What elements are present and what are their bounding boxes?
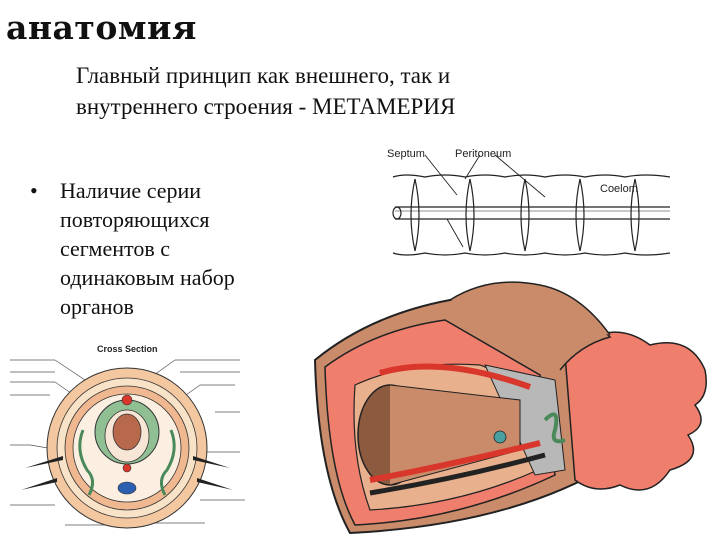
- subtitle-line-2: внутреннего строения - МЕТАМЕРИЯ: [76, 94, 456, 119]
- coelom-label: Coelom: [600, 183, 638, 195]
- subtitle-line-1: Главный принцип как внешнего, так и: [76, 63, 451, 88]
- worm-cutaway-illustration: [313, 281, 707, 535]
- slide-title: анатомия: [6, 8, 197, 47]
- peritoneum-label: Peritoneum: [455, 148, 511, 160]
- septum-label: Septum: [387, 148, 425, 160]
- bullet-line-3: сегментов с: [60, 236, 170, 261]
- bullet-line-1: Наличие серии: [60, 178, 202, 203]
- bullet-line-5: органов: [60, 294, 134, 319]
- slide-subtitle: Главный принцип как внешнего, так и внут…: [76, 60, 636, 122]
- bullet-text: Наличие серии повторяющихся сегментов с …: [60, 176, 290, 321]
- bullet-line-2: повторяющихся: [60, 207, 210, 232]
- segment-diagram: Septum Peritoneum Coelom: [387, 148, 671, 256]
- bullet-line-4: одинаковым набор: [60, 265, 235, 290]
- cross-section-diagram: Cross Section: [10, 344, 245, 529]
- cross-section-title: Cross Section: [97, 344, 158, 354]
- bullet-icon: •: [30, 178, 38, 203]
